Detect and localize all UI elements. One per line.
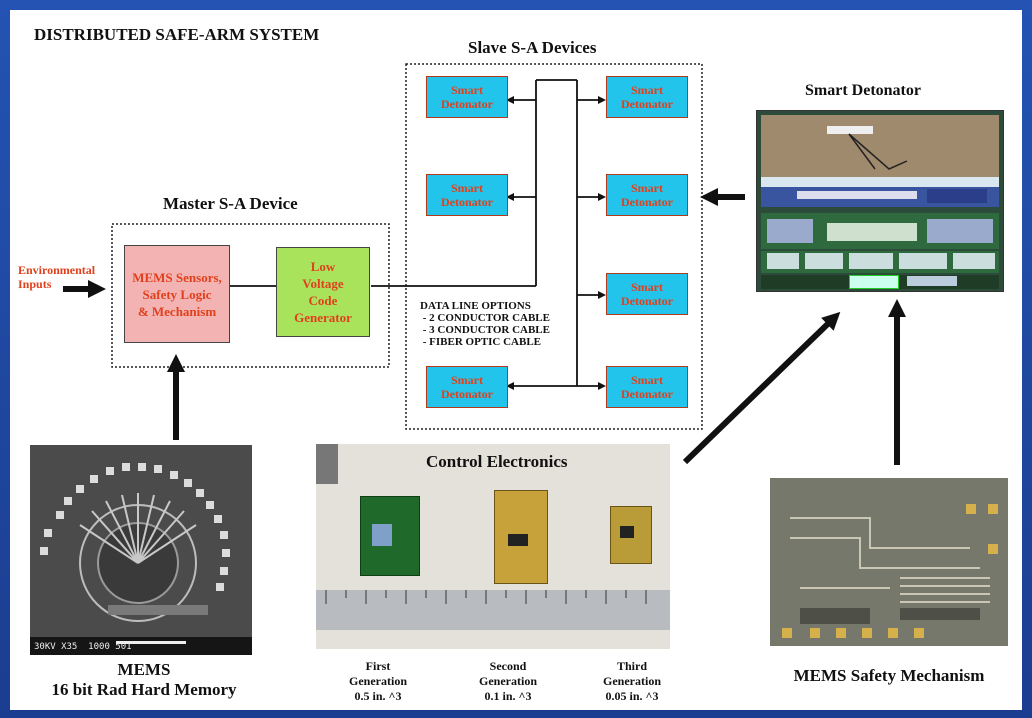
data-line-options: DATA LINE OPTIONS - 2 CONDUCTOR CABLE - … bbox=[420, 300, 550, 348]
detonator-box: Smart Detonator bbox=[606, 76, 688, 118]
sem-scale-label: 30KV X35 1000 501 bbox=[34, 642, 132, 652]
mems-safety-image bbox=[770, 478, 1008, 646]
mems-sensors-box: MEMS Sensors, Safety Logic & Mechanism bbox=[124, 245, 230, 343]
code-generator-box: Low Voltage Code Generator bbox=[276, 247, 370, 337]
data-line-header: DATA LINE OPTIONS bbox=[420, 300, 531, 312]
master-container bbox=[111, 223, 390, 368]
detonator-box: Smart Detonator bbox=[606, 174, 688, 216]
data-line-option: - 2 CONDUCTOR CABLE bbox=[420, 312, 550, 324]
generation-second: Second Generation 0.1 in. ^3 bbox=[466, 659, 550, 704]
generation-name: First Generation bbox=[349, 659, 407, 688]
detonator-box: Smart Detonator bbox=[606, 273, 688, 315]
environmental-inputs-label: Environmental Inputs bbox=[18, 263, 96, 291]
master-title: Master S-A Device bbox=[163, 194, 298, 213]
mems-memory-caption: MEMS 16 bit Rad Hard Memory bbox=[51, 660, 237, 699]
control-electronics-image bbox=[316, 444, 670, 649]
detonator-box: Smart Detonator bbox=[426, 76, 508, 118]
control-electronics-title: Control Electronics bbox=[426, 452, 568, 471]
data-line-option: - FIBER OPTIC CABLE bbox=[420, 336, 542, 348]
slave-container bbox=[405, 63, 703, 430]
generation-size: 0.05 in. ^3 bbox=[605, 689, 659, 703]
detonator-cross-section-image bbox=[756, 110, 1004, 292]
generation-name: Third Generation bbox=[603, 659, 661, 688]
slide-title: DISTRIBUTED SAFE-ARM SYSTEM bbox=[34, 25, 320, 44]
smart-detonator-title: Smart Detonator bbox=[805, 82, 921, 99]
electronics-diag-arrow bbox=[682, 311, 841, 465]
mems-safety-caption: MEMS Safety Mechanism bbox=[793, 666, 985, 685]
generation-third: Third Generation 0.05 in. ^3 bbox=[590, 659, 674, 704]
generation-size: 0.5 in. ^3 bbox=[354, 689, 402, 703]
detonator-box: Smart Detonator bbox=[426, 366, 508, 408]
generation-first: First Generation 0.5 in. ^3 bbox=[336, 659, 420, 704]
mems-memory-image: 30KV X35 1000 501 bbox=[30, 445, 252, 655]
data-line-option: - 3 CONDUCTOR CABLE bbox=[420, 324, 550, 336]
detonator-box: Smart Detonator bbox=[606, 366, 688, 408]
slave-title: Slave S-A Devices bbox=[468, 38, 597, 57]
generation-size: 0.1 in. ^3 bbox=[484, 689, 532, 703]
generation-name: Second Generation bbox=[479, 659, 537, 688]
detonator-box: Smart Detonator bbox=[426, 174, 508, 216]
